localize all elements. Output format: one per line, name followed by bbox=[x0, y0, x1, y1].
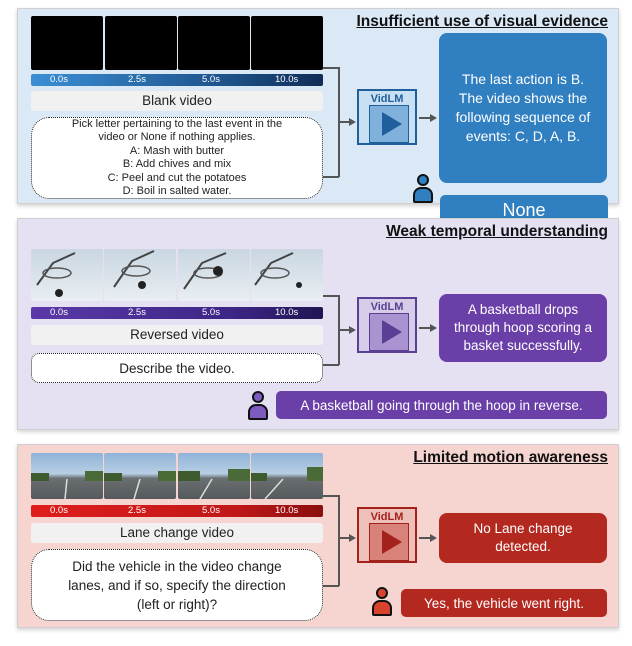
arrow-icon bbox=[349, 118, 356, 126]
prompt-line: Describe the video. bbox=[119, 360, 235, 376]
video-caption: Blank video bbox=[31, 91, 323, 111]
panel-title: Insufficient use of visual evidence bbox=[356, 13, 608, 30]
time-label: 10.0s bbox=[275, 74, 299, 85]
video-frame bbox=[104, 453, 176, 499]
panel-title: Weak temporal understanding bbox=[386, 223, 608, 240]
panel-visual-evidence: Insufficient use of visual evidence 0.0s… bbox=[17, 8, 619, 204]
prompt-box: Pick letter pertaining to the last event… bbox=[31, 117, 323, 199]
model-screen bbox=[369, 313, 409, 351]
panel-temporal-understanding: Weak temporal understanding 0.0s 2.5s 5.… bbox=[17, 218, 619, 430]
prompt-line: lanes, and if so, specify the direction bbox=[68, 577, 286, 593]
prompt-line: B: Add chives and mix bbox=[122, 158, 232, 170]
time-label: 2.5s bbox=[128, 307, 146, 318]
prompt-line: C: Peel and cut the potatoes bbox=[107, 171, 247, 184]
model-name: VidLM bbox=[370, 301, 404, 313]
person-icon bbox=[247, 391, 269, 421]
connector-line bbox=[323, 67, 339, 69]
time-label: 5.0s bbox=[202, 74, 220, 85]
time-label: 2.5s bbox=[128, 74, 146, 85]
human-answer-text: A basketball going through the hoop in r… bbox=[300, 397, 583, 413]
vidlm-model-icon: VidLM bbox=[357, 297, 417, 353]
panel-title: Limited motion awareness bbox=[413, 449, 608, 466]
timeline-bar: 0.0s 2.5s 5.0s 10.0s bbox=[31, 307, 323, 319]
connector-line bbox=[338, 495, 340, 586]
prompt-line: (left or right)? bbox=[136, 596, 218, 612]
panel-motion-awareness: Limited motion awareness 0.0s 2.5s 5.0s … bbox=[17, 444, 619, 628]
prompt-box: Did the vehicle in the video change lane… bbox=[31, 549, 323, 621]
time-label: 0.0s bbox=[50, 505, 68, 516]
vidlm-model-icon: VidLM bbox=[357, 89, 417, 145]
video-frame bbox=[178, 249, 250, 301]
video-frame bbox=[31, 16, 103, 70]
time-label: 10.0s bbox=[275, 307, 299, 318]
model-output: No Lane change detected. bbox=[439, 513, 607, 563]
video-frame bbox=[251, 453, 323, 499]
timeline-bar: 0.0s 2.5s 5.0s 10.0s bbox=[31, 505, 323, 517]
timeline-bar: 0.0s 2.5s 5.0s 10.0s bbox=[31, 74, 323, 86]
video-frame bbox=[251, 249, 323, 301]
arrow-icon bbox=[430, 114, 437, 122]
person-icon bbox=[371, 587, 393, 617]
connector-line bbox=[323, 495, 339, 497]
connector-line bbox=[419, 537, 432, 539]
vidlm-model-icon: VidLM bbox=[357, 507, 417, 563]
play-icon bbox=[382, 320, 402, 344]
video-caption: Lane change video bbox=[31, 523, 323, 543]
connector-line bbox=[419, 327, 432, 329]
model-output-text: A basketball drops through hoop scoring … bbox=[453, 302, 593, 353]
connector-line bbox=[338, 121, 350, 123]
arrow-icon bbox=[430, 534, 437, 542]
prompt-line: Did the vehicle in the video change bbox=[72, 558, 282, 574]
video-caption: Reversed video bbox=[31, 325, 323, 345]
play-icon bbox=[382, 112, 402, 136]
person-icon bbox=[412, 174, 434, 204]
model-output: The last action is B. The video shows th… bbox=[439, 33, 607, 183]
prompt-line: video or None if nothing applies. bbox=[98, 131, 256, 143]
connector-line bbox=[338, 329, 350, 331]
connector-line bbox=[323, 176, 339, 178]
connector-line bbox=[419, 117, 432, 119]
human-answer-text: Yes, the vehicle went right. bbox=[423, 595, 585, 611]
play-icon bbox=[382, 530, 402, 554]
arrow-icon bbox=[349, 534, 356, 542]
human-answer-text: None bbox=[502, 199, 546, 220]
arrow-icon bbox=[349, 326, 356, 334]
prompt-line: Pick letter pertaining to the last event… bbox=[71, 117, 283, 130]
prompt-line: D: Boil in salted water. bbox=[122, 185, 232, 197]
connector-line bbox=[323, 364, 339, 366]
time-label: 5.0s bbox=[202, 505, 220, 516]
time-label: 2.5s bbox=[128, 505, 146, 516]
human-answer-box: A basketball going through the hoop in r… bbox=[276, 391, 607, 419]
video-frame bbox=[178, 453, 250, 499]
connector-line bbox=[323, 295, 339, 297]
human-answer-box: Yes, the vehicle went right. bbox=[401, 589, 607, 617]
time-label: 5.0s bbox=[202, 307, 220, 318]
video-frame bbox=[251, 16, 323, 70]
model-output: A basketball drops through hoop scoring … bbox=[439, 294, 607, 362]
arrow-icon bbox=[430, 324, 437, 332]
video-frame bbox=[105, 16, 177, 70]
video-frame bbox=[178, 16, 250, 70]
connector-line bbox=[323, 585, 339, 587]
model-name: VidLM bbox=[370, 93, 404, 105]
time-label: 10.0s bbox=[275, 505, 299, 516]
prompt-line: A: Mash with butter bbox=[129, 144, 225, 157]
model-screen bbox=[369, 105, 409, 143]
prompt-box: Describe the video. bbox=[31, 353, 323, 383]
model-screen bbox=[369, 523, 409, 561]
model-output-text: No Lane change detected. bbox=[473, 521, 573, 554]
model-name: VidLM bbox=[370, 511, 404, 523]
video-frame bbox=[104, 249, 176, 301]
video-frame bbox=[31, 453, 103, 499]
connector-line bbox=[338, 537, 350, 539]
time-label: 0.0s bbox=[50, 74, 68, 85]
time-label: 0.0s bbox=[50, 307, 68, 318]
model-output-text: The last action is B. The video shows th… bbox=[455, 71, 591, 144]
video-frame bbox=[31, 249, 103, 301]
